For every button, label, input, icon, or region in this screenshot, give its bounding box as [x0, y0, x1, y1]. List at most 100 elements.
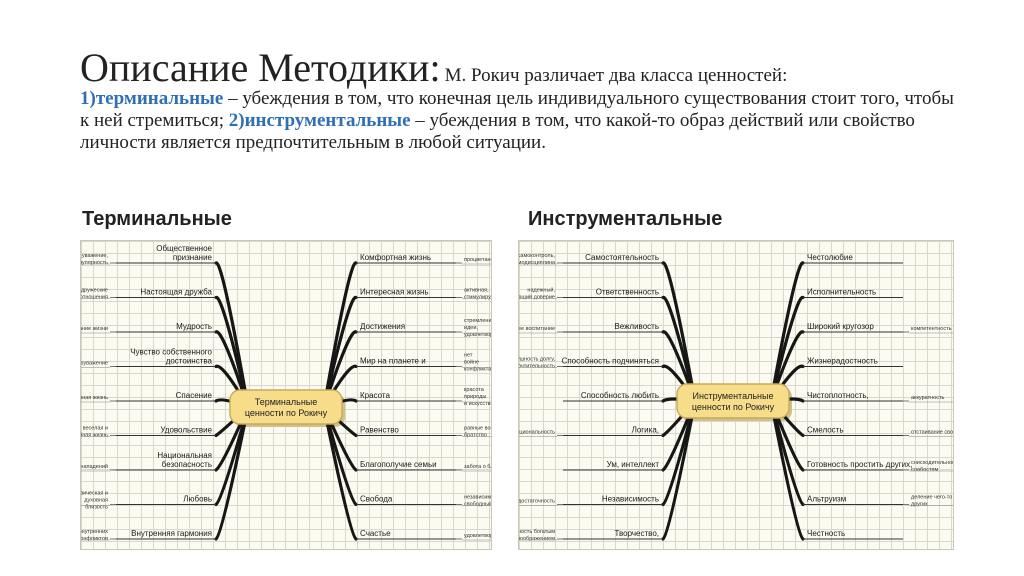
note-text: конфликтов [81, 536, 108, 542]
branch-label: Настоящая дружба [140, 288, 212, 297]
branch-label: Готовность простить других, [807, 460, 912, 469]
branch-label: Широкий кругозор [807, 322, 874, 331]
main-branch [661, 295, 697, 403]
note-text: физическая и [81, 491, 108, 497]
note-text: красота [464, 387, 485, 393]
branch-label: Любовь [183, 495, 212, 504]
note-text: и искусства [464, 401, 491, 407]
branch-label: Вежливость [614, 322, 659, 331]
main-branch [661, 399, 697, 541]
branch-label: Смелость [807, 426, 844, 435]
note-text: популярность [81, 260, 108, 266]
note-text: снисходительность к их [911, 460, 953, 466]
center-node [229, 389, 343, 425]
note-text: свободный выбор [464, 501, 491, 508]
note-text: идеи, [464, 325, 478, 331]
note-text: братство [464, 433, 487, 439]
note-text: рациональность [519, 430, 555, 436]
main-branch [214, 405, 250, 541]
note-text: нет [464, 353, 473, 359]
note-text: самодисциплина [519, 260, 556, 266]
branch-label: Ответственность [596, 288, 659, 297]
note-text: деление чего-то на пользу [911, 495, 953, 501]
instrumental-term: 2)инструментальные [228, 110, 411, 131]
branch-label: Внутренняя гармония [131, 529, 212, 538]
note-text: хорошее воспитание [519, 326, 555, 332]
branch-label: Ум, интеллект [607, 460, 660, 469]
note-text: стимулирующая [464, 295, 491, 301]
note-text: слабостям [911, 467, 938, 473]
note-text: защита от нападений [81, 463, 108, 470]
terminal-mind-map-svg: Общественноепризнаниеуважение,популярнос… [81, 244, 491, 542]
note-text: процветание [464, 257, 491, 263]
branch-label: Достижения [360, 322, 405, 331]
branch-label: безопасность [162, 460, 212, 469]
branch-label: Самостоятельность [585, 253, 659, 262]
branch-label: Способность любить [581, 391, 659, 400]
branch-label: Логика, [632, 426, 659, 435]
note-text: удовлетворенность [464, 533, 491, 539]
note-text: войне [464, 359, 479, 366]
note-text: забота о близких [464, 464, 491, 470]
note-text: отстаивание своих позиций [911, 429, 953, 436]
slide-description: 1)терминальные – убеждения в том, что ко… [80, 88, 960, 154]
instrumental-mind-map-svg: Самостоятельностьсамоконтроль,самодисцип… [519, 253, 953, 542]
branch-label: Удовольствие [160, 426, 212, 435]
slide-title: Описание Методики: [80, 45, 441, 90]
slide-lead: М. Рокич различает два класса ценностей: [444, 65, 788, 86]
branch-label: Честолюбие [807, 253, 853, 262]
terminal-mind-map: Общественноепризнаниеуважение,популярнос… [80, 240, 492, 550]
note-text: почтительность [519, 364, 555, 370]
branch-label: признание [173, 253, 213, 262]
note-text: самоуважение [81, 361, 108, 367]
note-text: самодостаточность [519, 499, 555, 505]
main-branch [322, 261, 358, 409]
branch-label: Независимость [602, 495, 659, 504]
center-node-label: ценности по Рокичу [245, 408, 328, 418]
center-node-label: Инструментальные [693, 391, 774, 401]
slide-title-block: Описание Методики: М. Рокич различает дв… [80, 46, 980, 90]
main-branch [661, 261, 697, 403]
main-branch [214, 295, 250, 409]
branch-label: Способность подчиняться [562, 357, 659, 366]
main-branch [769, 295, 805, 403]
note-text: независимость, [464, 495, 491, 501]
note-text: заслуживающий доверие [519, 294, 555, 301]
note-text: аккуратность [911, 395, 945, 401]
terminal-term: 1)терминальные [80, 88, 224, 109]
instrumental-mind-map: Самостоятельностьсамоконтроль,самодисцип… [518, 240, 954, 550]
branch-label: Интересная жизнь [360, 288, 429, 297]
note-text: свобода от внутренних [81, 529, 108, 535]
terminal-heading: Терминальные [82, 208, 232, 230]
center-node-label: Терминальные [255, 397, 318, 407]
note-text: воображением [519, 536, 555, 542]
branch-label: Красота [360, 391, 390, 400]
branch-label: Благополучие семьи [360, 460, 437, 469]
branch-label: Исполнительность [807, 288, 876, 297]
main-branch [322, 405, 358, 541]
branch-label: Чистоплотность, [807, 391, 869, 400]
branch-label: Мир на планете и [360, 357, 426, 366]
branch-label: Жизнерадостность [807, 357, 878, 366]
note-text: духовная [84, 498, 108, 504]
note-text: стремление реализовать [464, 318, 491, 324]
terminal-definition: – убеждения в том, что конечная цель инд… [80, 88, 954, 131]
branch-label: Общественное [156, 244, 212, 253]
branch-label: Равенство [360, 426, 399, 435]
note-text: отношения [81, 295, 108, 301]
note-text: веселая и [83, 426, 108, 432]
branch-label: Мудрость [176, 322, 212, 331]
note-text: вечная жизнь [81, 395, 108, 401]
main-branch [769, 261, 805, 403]
branch-label: Комфортная жизнь [360, 253, 431, 262]
main-branch [214, 261, 250, 409]
branch-label: Творчество, [614, 529, 659, 538]
branch-label: Счастье [360, 529, 391, 538]
note-text: надежный, [527, 287, 555, 294]
note-text: компетентность [911, 326, 952, 332]
note-text: активная, [464, 288, 489, 294]
main-branch [769, 399, 805, 541]
note-text: зрелое понимание жизни [81, 326, 108, 332]
branch-label: Чувство собственного [130, 348, 212, 357]
branch-label: достоинства [166, 357, 213, 366]
